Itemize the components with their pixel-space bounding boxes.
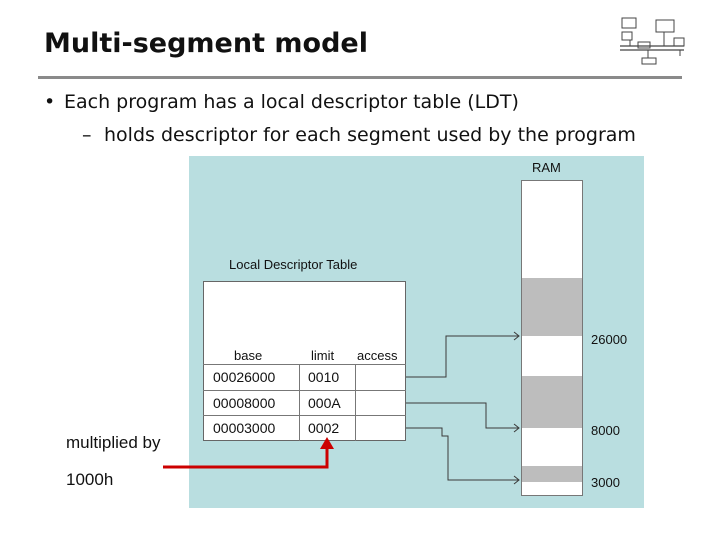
ldt-header-base: base — [234, 348, 263, 363]
bullet-text-1: Each program has a local descriptor tabl… — [64, 91, 519, 113]
ram-segment-3000 — [522, 466, 582, 482]
bullet-marker: • — [44, 91, 56, 113]
bullet-point-1: • Each program has a local descriptor tab… — [44, 91, 519, 113]
ldt-header-access: access — [357, 348, 398, 363]
ram-segment-8000 — [522, 376, 582, 428]
ldt-row-divider — [203, 415, 406, 416]
multiplier-note-line2: 1000h — [66, 470, 114, 490]
ram-address-26000: 26000 — [591, 332, 628, 347]
sub-bullet-marker: – — [82, 124, 92, 146]
ldt-col-divider — [299, 364, 300, 441]
ldt-row-2-base: 00008000 — [213, 395, 276, 411]
multiplier-note-line1: multiplied by — [66, 433, 161, 453]
sub-bullet-text-1: holds descriptor for each segment used b… — [104, 124, 636, 146]
ldt-row-2-limit: 000A — [308, 395, 341, 411]
ldt-col-divider — [355, 364, 356, 441]
title-underline — [38, 76, 682, 79]
ram-segment-26000 — [522, 278, 582, 336]
ldt-row-3-limit: 0002 — [308, 420, 340, 436]
ram-label: RAM — [532, 160, 561, 175]
ldt-row-3-base: 00003000 — [213, 420, 276, 436]
ram-address-8000: 8000 — [591, 423, 620, 438]
arrowhead-8000 — [513, 423, 520, 433]
ldt-header-limit: limit — [311, 348, 335, 363]
computer-architecture-diagram-icon — [620, 17, 685, 65]
arrowhead-26000 — [513, 331, 520, 341]
ram-address-3000: 3000 — [591, 475, 620, 490]
sub-bullet-1: –holds descriptor for each segment used … — [82, 124, 636, 146]
ldt-row-divider — [203, 390, 406, 391]
pointer-line-8000 — [406, 402, 519, 429]
ldt-caption: Local Descriptor Table — [229, 257, 358, 272]
ldt-table — [203, 281, 406, 441]
ram-column — [521, 180, 583, 496]
ldt-row-divider — [203, 364, 406, 365]
limit-pointer-arrow — [163, 437, 334, 469]
ldt-row-1-limit: 0010 — [308, 369, 340, 385]
slide-title: Multi-segment model — [44, 28, 368, 59]
pointer-line-3000 — [406, 427, 519, 481]
pointer-line-26000 — [406, 335, 519, 378]
ldt-row-1-base: 00026000 — [213, 369, 276, 385]
arrowhead-3000 — [513, 475, 520, 485]
